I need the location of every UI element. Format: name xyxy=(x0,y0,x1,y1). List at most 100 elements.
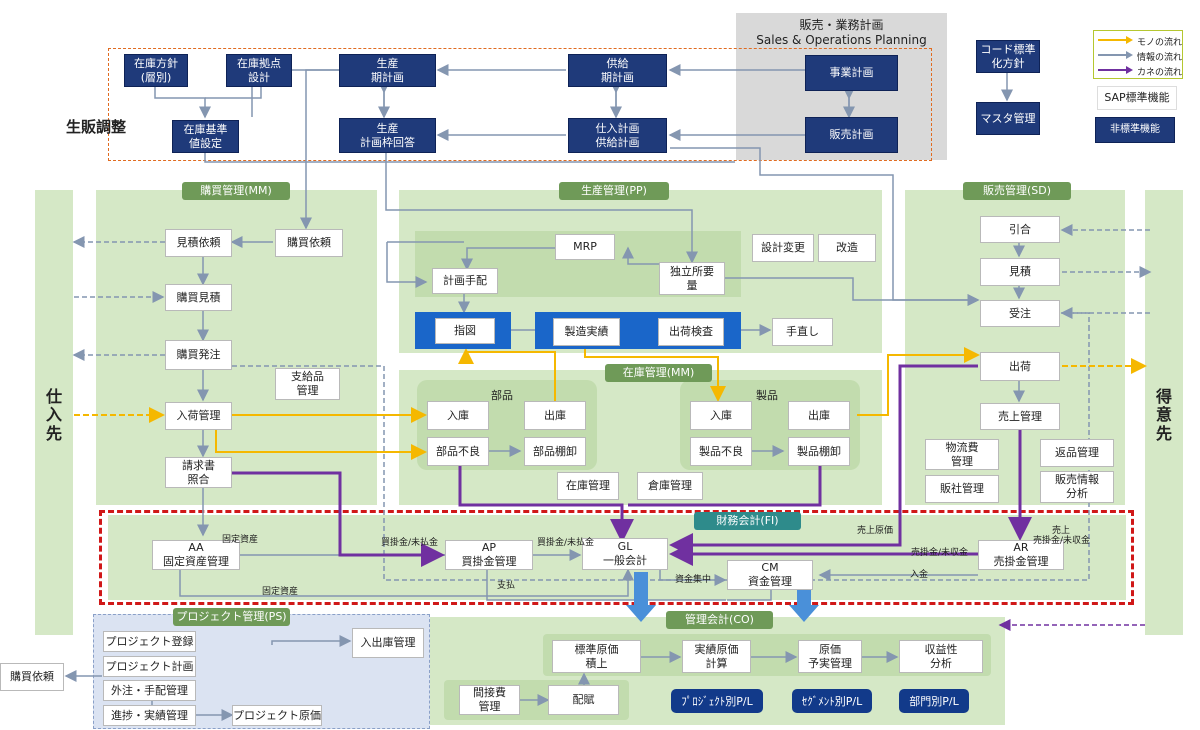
pj-pl-box[interactable]: ﾌﾟﾛｼﾞｪｸﾄ別P/L xyxy=(671,689,763,713)
legend-label-mono: モノの流れ xyxy=(1137,38,1183,48)
konyu-hatchu-box[interactable]: 購買発注 xyxy=(165,340,232,370)
seg-pl-box[interactable]: ｾｸﾞﾒﾝﾄ別P/L xyxy=(792,689,872,713)
shukka-kensa-box[interactable]: 出荷検査 xyxy=(658,318,724,346)
seihin-shukko-box[interactable]: 出庫 xyxy=(788,401,850,430)
shinchoku-box[interactable]: 進捗・実績管理 xyxy=(103,705,196,726)
code-hyojun-box[interactable]: コード標準 化方針 xyxy=(976,40,1040,73)
gl-box[interactable]: GL 一般会計 xyxy=(582,538,668,570)
juchu-box[interactable]: 受注 xyxy=(980,300,1060,327)
buhin-shukko-box[interactable]: 出庫 xyxy=(524,401,586,430)
legend-line-kane xyxy=(1098,66,1133,74)
hanbai-keikaku-box[interactable]: 販売計画 xyxy=(805,117,898,153)
ps-header: プロジェクト管理(PS) xyxy=(173,608,290,626)
fi-label-urikake2: 売掛金/未収金 xyxy=(1033,536,1091,546)
seihin-label: 製品 xyxy=(756,389,778,402)
supplier-band xyxy=(35,190,73,635)
ar-box[interactable]: AR 売掛金管理 xyxy=(978,540,1064,570)
legend-nonstandard: 非標準機能 xyxy=(1095,117,1175,143)
shukka-box[interactable]: 出荷 xyxy=(980,352,1060,381)
hikiai-box[interactable]: 引合 xyxy=(980,216,1060,243)
legend-line-joho xyxy=(1098,51,1133,59)
jisseki-genka-box[interactable]: 実績原価 計算 xyxy=(682,640,751,673)
seisan-kikan-box[interactable]: 生産 期計画 xyxy=(339,54,436,87)
hyojun-genka-box[interactable]: 標準原価 積上 xyxy=(552,640,641,673)
bumon-pl-box[interactable]: 部門別P/L xyxy=(899,689,969,713)
uriage-kanri-box[interactable]: 売上管理 xyxy=(980,403,1060,430)
seisan-waku-box[interactable]: 生産 計画枠回答 xyxy=(339,118,436,153)
mrp-box[interactable]: MRP xyxy=(555,234,615,260)
sd-header: 販売管理(SD) xyxy=(963,182,1071,200)
seihin-furyo-box[interactable]: 製品不良 xyxy=(690,437,752,466)
fi-label-kaikake1: 買掛金/未払金 xyxy=(381,538,439,548)
yojitsu-box[interactable]: 原価 予実管理 xyxy=(798,640,862,673)
tenaoshi-box[interactable]: 手直し xyxy=(772,318,833,346)
butsuryu-box[interactable]: 物流費 管理 xyxy=(925,439,999,470)
fi-label-nyukin: 入金 xyxy=(910,570,929,580)
fi-label-uriage2: 売上 xyxy=(1052,526,1071,536)
buhin-label: 部品 xyxy=(491,389,513,402)
cm-box[interactable]: CM 資金管理 xyxy=(727,560,813,590)
seihin-tana-box[interactable]: 製品棚卸 xyxy=(788,437,850,466)
buhin-tana-box[interactable]: 部品棚卸 xyxy=(524,437,586,466)
konyu-mitsumori-box[interactable]: 購買見積 xyxy=(165,284,232,311)
kyokyu-kikan-box[interactable]: 供給 期計画 xyxy=(568,54,667,87)
zaiko-kijun-box[interactable]: 在庫基準 値設定 xyxy=(172,120,239,153)
konyu-irai-box[interactable]: 購買依頼 xyxy=(275,229,343,257)
supplier-label: 仕 入 先 xyxy=(45,387,62,443)
mitsumori-box[interactable]: 見積 xyxy=(980,258,1060,286)
sashizu-box[interactable]: 指図 xyxy=(435,318,495,344)
fi-label-kaikake2: 買掛金/未払金 xyxy=(537,538,595,548)
gaichu-box[interactable]: 外注・手配管理 xyxy=(103,680,196,701)
fi-border xyxy=(99,510,1134,605)
pj-genka-box[interactable]: プロジェクト原価 xyxy=(232,705,322,726)
legend-sap-standard: SAP標準機能 xyxy=(1097,86,1177,110)
buhin-nyuko-box[interactable]: 入庫 xyxy=(427,401,489,430)
shikyuhin-box[interactable]: 支給品 管理 xyxy=(275,368,340,400)
fi-label-kotei2: 固定資産 xyxy=(262,587,299,597)
mitsumori-irai-box[interactable]: 見積依頼 xyxy=(165,229,232,257)
inv-header: 在庫管理(MM) xyxy=(605,364,712,382)
nyushukko-box[interactable]: 入出庫管理 xyxy=(352,628,424,658)
hanbai-joho-box[interactable]: 販売情報 分析 xyxy=(1040,471,1114,503)
fi-label-kotei1: 固定資産 xyxy=(222,535,259,545)
sekkei-henko-box[interactable]: 設計変更 xyxy=(752,234,814,262)
shiire-keikaku-box[interactable]: 仕入計画 供給計画 xyxy=(568,118,667,153)
dokuritsu-box[interactable]: 独立所要 量 xyxy=(659,262,725,295)
zaiko-kanri-box[interactable]: 在庫管理 xyxy=(557,472,619,500)
master-kanri-box[interactable]: マスタ管理 xyxy=(976,102,1040,135)
fi-label-urikake1: 売掛金/未収金 xyxy=(911,548,969,558)
seikyu-shogo-box[interactable]: 請求書 照合 xyxy=(165,457,232,488)
keikaku-tehai-box[interactable]: 計画手配 xyxy=(432,268,498,294)
kaizo-box[interactable]: 改造 xyxy=(818,234,876,262)
legend-line-mono xyxy=(1098,36,1133,44)
buhin-furyo-box[interactable]: 部品不良 xyxy=(427,437,489,466)
jigyo-keikaku-box[interactable]: 事業計画 xyxy=(805,55,898,91)
hansha-box[interactable]: 販社管理 xyxy=(925,475,999,503)
fi-label-shiharai: 支払 xyxy=(497,581,516,591)
zaiko-hoshin-box[interactable]: 在庫方針 (層別) xyxy=(124,54,188,87)
pp-header: 生産管理(PP) xyxy=(559,182,669,200)
aa-box[interactable]: AA 固定資産管理 xyxy=(152,540,240,570)
seizo-jisseki-box[interactable]: 製造実績 xyxy=(553,318,620,346)
shueki-box[interactable]: 収益性 分析 xyxy=(899,640,983,673)
pj-toroku-box[interactable]: プロジェクト登録 xyxy=(103,631,196,652)
fi-label-uriage-genka: 売上原価 xyxy=(857,526,894,536)
zaiko-kyoten-box[interactable]: 在庫拠点 設計 xyxy=(226,54,292,87)
co-header: 管理会計(CO) xyxy=(666,611,773,629)
haifu-box[interactable]: 配賦 xyxy=(548,685,619,715)
soko-kanri-box[interactable]: 倉庫管理 xyxy=(637,472,703,500)
sop-title: 販売・業務計画 Sales & Operations Planning xyxy=(756,18,927,47)
henpin-box[interactable]: 返品管理 xyxy=(1040,439,1114,467)
fi-header: 財務会計(FI) xyxy=(694,512,801,530)
ps-konyu-irai-box[interactable]: 購買依頼 xyxy=(0,663,64,691)
customer-label: 得 意 先 xyxy=(1155,387,1172,443)
mm-header: 購買管理(MM) xyxy=(182,182,290,200)
ap-box[interactable]: AP 買掛金管理 xyxy=(445,540,533,570)
kansetsu-box[interactable]: 間接費 管理 xyxy=(459,685,520,715)
nyuka-kanri-box[interactable]: 入荷管理 xyxy=(165,402,232,430)
legend-label-joho: 情報の流れ xyxy=(1137,53,1183,63)
seihan-border xyxy=(108,48,932,161)
pj-keikaku-box[interactable]: プロジェクト計画 xyxy=(103,656,196,677)
seihin-nyuko-box[interactable]: 入庫 xyxy=(690,401,752,430)
